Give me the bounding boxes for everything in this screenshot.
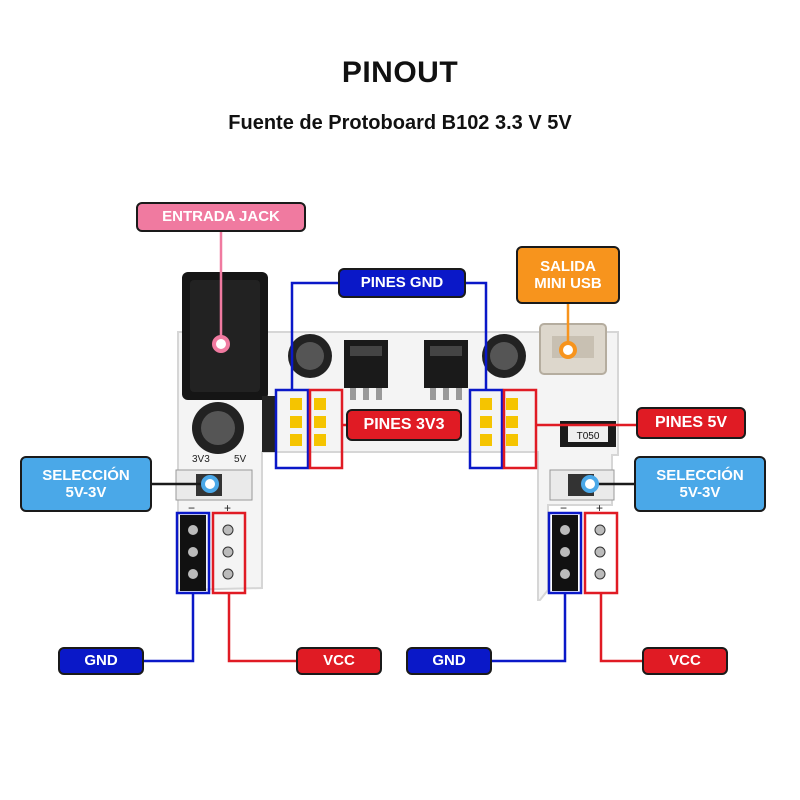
capacitor-left-bottom	[192, 402, 244, 454]
header-pins-right	[480, 398, 518, 446]
power-header-right: − +	[552, 501, 606, 591]
line-vcc-bottom-right	[599, 593, 642, 663]
label-entrada-jack: ENTRADA JACK	[136, 202, 306, 232]
regulator-right	[424, 340, 468, 400]
marker-usb	[559, 341, 577, 359]
label-pines-5v: PINES 5V	[636, 407, 746, 439]
capacitor-left-top	[288, 334, 332, 378]
fuse-label: T050	[577, 431, 600, 442]
right-plus-mark: +	[596, 501, 603, 515]
switch-left-5v: 5V	[234, 454, 247, 465]
label-salida-mini-usb: SALIDA MINI USB	[516, 246, 620, 304]
marker-sel-right	[581, 475, 599, 493]
label-gnd-left: GND	[58, 647, 144, 675]
regulator-left	[344, 340, 388, 400]
line-gnd-left	[290, 281, 338, 390]
left-plus-mark: +	[224, 501, 231, 515]
label-vcc-left: VCC	[296, 647, 382, 675]
power-header-left: − +	[180, 501, 234, 591]
page-title: PINOUT	[341, 56, 459, 89]
page-subtitle: Fuente de Protoboard B102 3.3 V 5V	[228, 112, 572, 134]
marker-jack	[212, 335, 230, 353]
label-vcc-right: VCC	[642, 647, 728, 675]
header-pins-left	[290, 398, 326, 446]
marker-sel-left	[201, 475, 219, 493]
label-seleccion-left: SELECCIÓN 5V-3V	[20, 456, 152, 512]
v3v3-box-left-header	[308, 388, 344, 470]
label-pines-gnd: PINES GND	[338, 268, 466, 298]
left-minus-mark: −	[188, 501, 195, 515]
label-gnd-right: GND	[406, 647, 492, 675]
header-black-left	[262, 396, 276, 452]
label-pines-3v3: PINES 3V3	[346, 409, 462, 441]
capacitor-right-top	[482, 334, 526, 378]
line-gnd-bottom-right	[492, 593, 567, 663]
right-minus-mark: −	[560, 501, 567, 515]
line-gnd-right	[466, 281, 488, 390]
v5-box-right-header	[502, 388, 538, 470]
label-seleccion-right: SELECCIÓN 5V-3V	[634, 456, 766, 512]
line-vcc-bottom-left	[227, 593, 296, 663]
switch-left-3v3: 3V3	[192, 454, 210, 465]
line-gnd-bottom-left	[144, 593, 195, 663]
